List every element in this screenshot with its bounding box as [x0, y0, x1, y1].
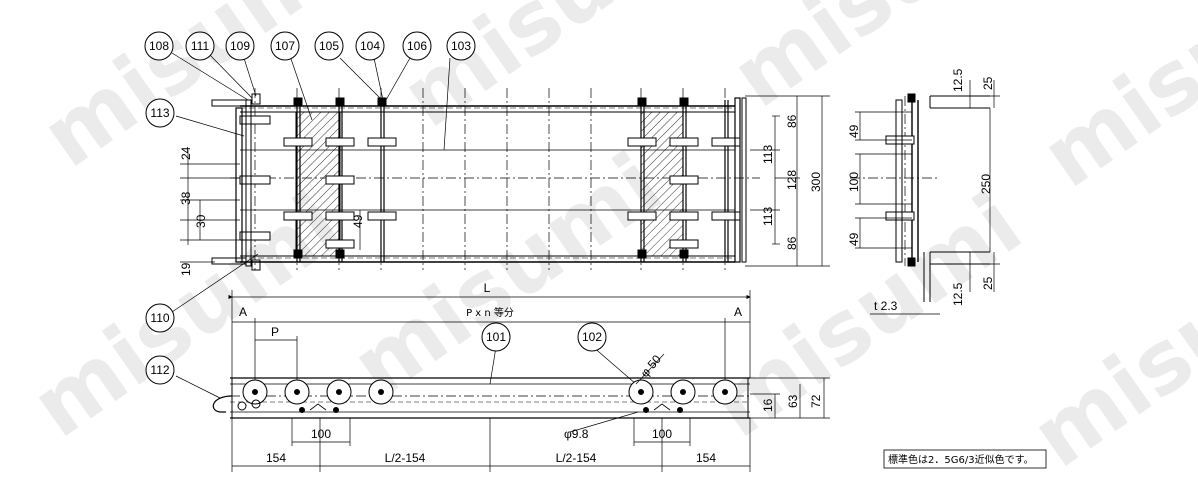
svg-text:113: 113 — [761, 145, 775, 164]
svg-text:16: 16 — [761, 398, 775, 412]
svg-text:106: 106 — [407, 39, 427, 53]
svg-text:105: 105 — [319, 39, 339, 53]
svg-text:100: 100 — [652, 427, 672, 441]
svg-text:300: 300 — [809, 172, 823, 192]
svg-text:30: 30 — [194, 214, 208, 228]
svg-text:111: 111 — [191, 39, 210, 53]
watermark: misumi — [1015, 204, 1198, 487]
svg-text:P: P — [271, 325, 279, 339]
watermark: misumi — [715, 0, 1060, 127]
svg-text:101: 101 — [486, 330, 506, 344]
watermark: misumi — [335, 134, 680, 417]
svg-text:113: 113 — [761, 207, 775, 226]
svg-text:φ9.8: φ9.8 — [564, 427, 589, 441]
svg-text:128: 128 — [785, 170, 799, 190]
svg-text:25: 25 — [981, 276, 995, 290]
svg-text:49: 49 — [351, 214, 365, 228]
svg-text:100: 100 — [311, 427, 331, 441]
balloon-102: 102 — [577, 322, 607, 352]
part-balloons: 108 111 109 107 105 104 106 103 113 110 … — [144, 31, 607, 385]
balloon-106: 106 — [402, 31, 432, 61]
svg-text:12.5: 12.5 — [951, 282, 965, 306]
balloon-111: 111 — [185, 31, 215, 61]
svg-text:φ 50: φ 50 — [638, 352, 665, 380]
svg-text:24: 24 — [179, 146, 193, 160]
balloon-104: 104 — [355, 31, 385, 61]
balloon-103: 103 — [446, 31, 476, 61]
svg-text:112: 112 — [150, 363, 169, 377]
svg-text:100: 100 — [847, 172, 861, 192]
svg-text:A: A — [239, 305, 247, 319]
front-dimension-labels: L A A P x n 等分 P φ 50 φ9.8 100 100 154 L… — [239, 281, 823, 465]
balloon-107: 107 — [270, 31, 300, 61]
svg-text:38: 38 — [179, 191, 193, 205]
balloon-109: 109 — [225, 31, 255, 61]
svg-text:154: 154 — [696, 451, 716, 465]
svg-text:A: A — [734, 305, 742, 319]
svg-text:102: 102 — [582, 330, 602, 344]
svg-text:109: 109 — [230, 39, 250, 53]
balloon-105: 105 — [314, 31, 344, 61]
svg-text:19: 19 — [179, 262, 193, 276]
side-view — [850, 80, 1000, 315]
svg-text:154: 154 — [266, 451, 286, 465]
svg-text:t 2.3: t 2.3 — [874, 299, 898, 313]
side-dimension-labels: 12.5 25 49 100 250 49 25 12.5 t 2.3 — [847, 68, 995, 313]
svg-text:L: L — [484, 281, 491, 295]
svg-text:L/2-154: L/2-154 — [556, 451, 597, 465]
balloon-112: 112 — [145, 355, 175, 385]
svg-text:86: 86 — [785, 236, 799, 250]
plan-dimension-labels: 24 38 30 19 49 86 113 128 113 86 300 — [179, 114, 823, 276]
svg-text:12.5: 12.5 — [951, 68, 965, 92]
svg-text:63: 63 — [786, 394, 800, 408]
svg-text:49: 49 — [847, 124, 861, 138]
svg-text:25: 25 — [981, 76, 995, 90]
svg-text:49: 49 — [847, 232, 861, 246]
svg-text:108: 108 — [149, 39, 169, 53]
balloon-110: 110 — [145, 303, 175, 333]
svg-text:104: 104 — [360, 39, 380, 53]
plan-view — [180, 88, 830, 271]
svg-text:103: 103 — [451, 39, 471, 53]
balloon-113: 113 — [145, 98, 175, 128]
svg-text:113: 113 — [150, 106, 169, 120]
svg-text:72: 72 — [809, 394, 823, 408]
watermark-group: misumi misumi misumi misumi misumi misum… — [15, 0, 1198, 487]
balloon-101: 101 — [481, 322, 511, 352]
svg-text:250: 250 — [979, 174, 993, 194]
balloon-108: 108 — [144, 31, 174, 61]
svg-text:86: 86 — [785, 114, 799, 128]
front-view — [212, 290, 830, 472]
svg-text:P x n 等分: P x n 等分 — [466, 306, 514, 319]
watermark: misumi — [1025, 0, 1198, 207]
svg-text:107: 107 — [275, 39, 295, 53]
color-note-text: 標準色は2．5G6/3近似色です。 — [888, 453, 1034, 466]
svg-text:110: 110 — [150, 311, 169, 325]
svg-text:L/2-154: L/2-154 — [385, 451, 426, 465]
color-note: 標準色は2．5G6/3近似色です。 — [883, 449, 1047, 469]
